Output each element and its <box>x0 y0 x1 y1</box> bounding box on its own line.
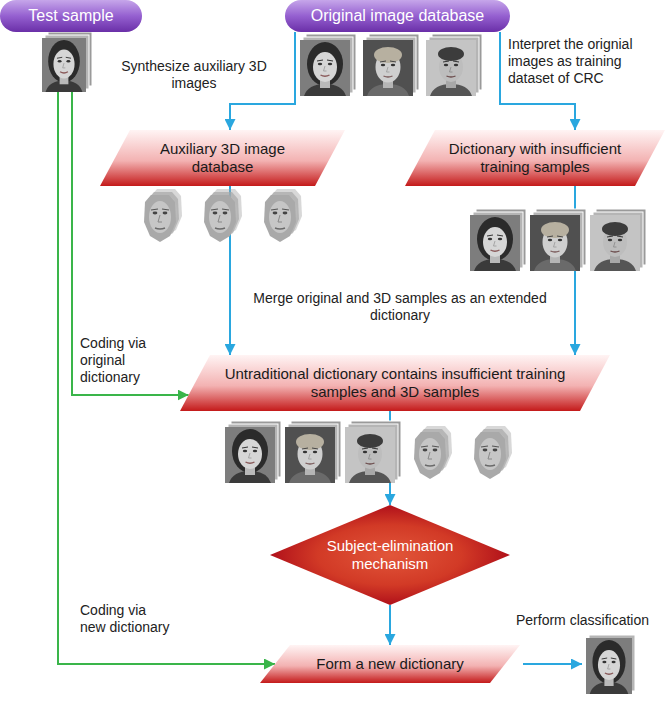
original-photo <box>300 34 356 96</box>
test-sample-photo <box>42 32 92 92</box>
synthetic-3d-face <box>144 189 182 242</box>
note-label: Merge original and 3D samples as an exte… <box>250 290 550 324</box>
drawing-part <box>144 195 176 242</box>
synthetic-3d-face <box>204 189 242 242</box>
node-label: Original image database <box>295 6 500 25</box>
extended-photo <box>225 421 281 483</box>
node-label: Test sample <box>10 6 132 25</box>
data-parallelogram: Dictionary with insufficient training sa… <box>405 130 665 186</box>
synthetic-3d-face <box>264 189 302 242</box>
drawing-part <box>586 638 632 694</box>
node-label: Untraditional dictionary contains insuff… <box>218 365 572 401</box>
drawing-part <box>264 195 296 242</box>
parallelogram-shape <box>405 130 665 186</box>
original-photo <box>426 34 482 96</box>
drawing-part <box>285 427 335 483</box>
original-photo <box>363 34 419 96</box>
drawing-part <box>474 432 506 479</box>
drawing-part <box>363 40 413 96</box>
edge-label: Coding via original dictionary <box>80 335 175 386</box>
node-label: Dictionary with insufficient training sa… <box>443 140 627 176</box>
diamond-shape <box>270 505 510 605</box>
parallelogram-shape <box>260 645 520 683</box>
data-parallelogram: Untraditional dictionary contains insuff… <box>180 355 610 411</box>
edge-label: Coding via new dictionary <box>80 602 170 636</box>
data-parallelogram: Auxiliary 3D image database <box>100 130 345 186</box>
drawing-part <box>300 40 350 96</box>
edge-label: Interpret the orignial images as trainin… <box>508 36 664 87</box>
edge-label: Synthesize auxiliary 3D images <box>100 58 288 92</box>
drawing-part <box>42 38 86 92</box>
flow-connector <box>230 32 295 130</box>
extended-3d-face <box>474 426 512 479</box>
drawing-part <box>426 40 476 96</box>
drawing-part <box>345 427 395 483</box>
node-label: Subject-elimination mechanism <box>315 537 465 573</box>
flow-connector <box>389 605 391 645</box>
data-parallelogram: Form a new dictionary <box>260 645 520 683</box>
training-photo <box>530 209 586 271</box>
drawing-part <box>470 215 520 271</box>
node-label: Auxiliary 3D image database <box>138 140 307 176</box>
drawing-part <box>530 215 580 271</box>
decision-diamond: Subject-elimination mechanism <box>270 505 510 605</box>
drawing-part <box>204 195 236 242</box>
result-photo <box>586 635 635 694</box>
parallelogram-shape <box>180 355 610 411</box>
source-banner: Test sample <box>0 0 142 32</box>
node-label: Form a new dictionary <box>298 655 482 673</box>
parallelogram-shape <box>100 130 345 186</box>
banner-shape <box>285 0 510 32</box>
extended-photo <box>285 421 341 483</box>
step-label: Perform classification <box>516 612 664 629</box>
classification-arrow <box>523 663 582 665</box>
training-photo <box>590 209 646 271</box>
drawing-part <box>225 427 275 483</box>
extended-3d-face <box>414 426 452 479</box>
source-banner: Original image database <box>285 0 510 32</box>
drawing-part <box>414 432 446 479</box>
flow-connector <box>58 32 275 664</box>
training-photo <box>470 209 526 271</box>
drawing-part <box>590 215 640 271</box>
extended-photo <box>345 421 401 483</box>
banner-shape <box>0 0 142 32</box>
